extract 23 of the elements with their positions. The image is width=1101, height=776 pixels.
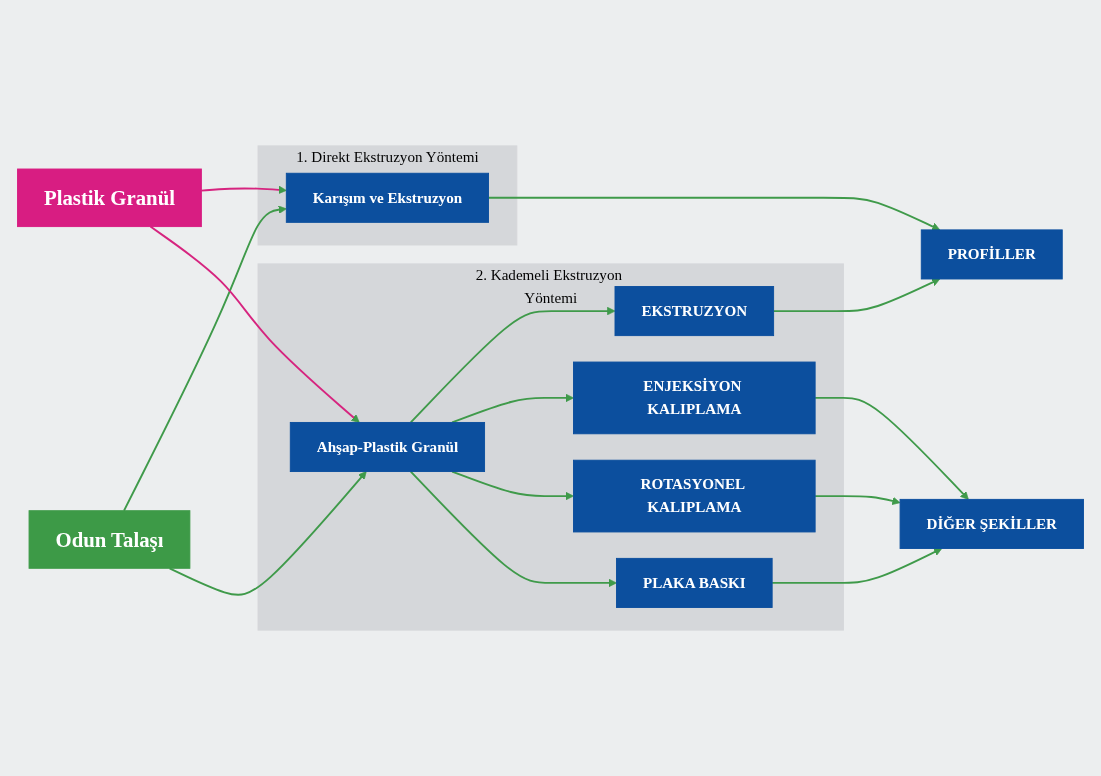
arrow — [168, 471, 367, 596]
arrow — [771, 548, 943, 584]
node-box: DİĞER ŞEKİLLER — [899, 498, 1084, 549]
arrow — [149, 225, 360, 423]
arrow — [200, 185, 287, 194]
node-box: ROTASYONEL KALIPLAMA — [573, 459, 816, 533]
arrow — [772, 278, 941, 312]
arrow — [123, 205, 287, 512]
arrow — [814, 396, 969, 500]
arrow — [814, 495, 901, 505]
node-box: Plastik Granül — [17, 168, 202, 228]
node-box: Ahşap-Plastik Granül — [289, 421, 486, 472]
arrow — [487, 196, 941, 231]
node-box: PLAKA BASKI — [616, 557, 773, 608]
node-box: Karışım ve Ekstruzyon — [285, 172, 489, 223]
node-box: EKSTRUZYON — [614, 286, 775, 337]
node-box: ENJEKSİYON KALIPLAMA — [573, 361, 816, 435]
arrow — [451, 470, 574, 501]
arrow — [409, 470, 617, 588]
node-box: Odun Talaşı — [28, 510, 191, 569]
node-box: PROFİLLER — [920, 229, 1063, 280]
arrow — [409, 306, 616, 424]
arrow — [451, 393, 574, 424]
